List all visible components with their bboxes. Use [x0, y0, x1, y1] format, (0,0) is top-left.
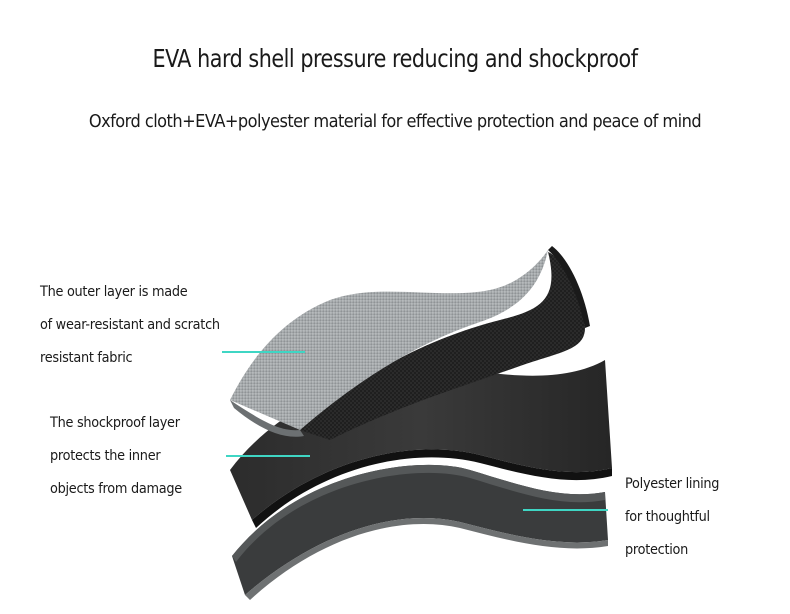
- callout-line: of wear-resistant and scratch: [40, 317, 220, 333]
- outer-fabric-layer: [230, 246, 590, 440]
- callout-line: objects from damage: [50, 481, 182, 497]
- callout-line: protection: [625, 542, 689, 558]
- callout-line: The shockproof layer: [50, 415, 180, 431]
- lining-layer-callout: Polyester lining for thoughtful protecti…: [625, 468, 719, 567]
- callout-line: protects the inner: [50, 448, 161, 464]
- outer-layer-callout: The outer layer is made of wear-resistan…: [40, 276, 220, 375]
- shockproof-layer-callout: The shockproof layer protects the inner …: [50, 407, 182, 506]
- lining-layer: [232, 464, 608, 600]
- callout-line: The outer layer is made: [40, 284, 188, 300]
- page-title: EVA hard shell pressure reducing and sho…: [152, 44, 638, 73]
- callout-line: for thoughtful: [625, 509, 710, 525]
- callout-line: resistant fabric: [40, 350, 133, 366]
- callout-line: Polyester lining: [625, 476, 720, 492]
- page-subtitle: Oxford cloth+EVA+polyester material for …: [88, 111, 702, 132]
